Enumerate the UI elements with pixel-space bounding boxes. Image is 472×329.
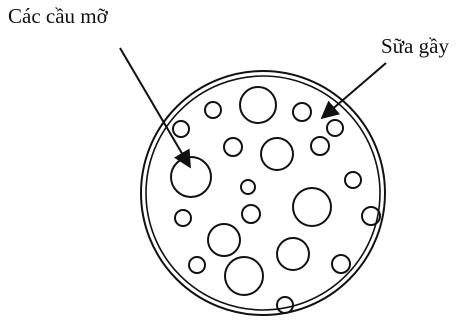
fat-globule bbox=[277, 238, 309, 270]
fat-globule bbox=[242, 205, 260, 223]
fat-globule bbox=[205, 102, 221, 118]
fat-globule bbox=[327, 120, 343, 136]
fat-globule bbox=[240, 87, 276, 123]
fat-globule bbox=[293, 188, 331, 226]
fat-globule bbox=[189, 257, 205, 273]
fat-globule bbox=[208, 224, 240, 256]
fat-globules-label: Các cầu mỡ bbox=[8, 6, 108, 27]
fat-globule bbox=[225, 257, 263, 295]
skim-milk-label: Sữa gầy bbox=[381, 36, 449, 57]
fat-globule bbox=[224, 138, 242, 156]
fat-globule bbox=[311, 137, 329, 155]
fat-globule bbox=[277, 297, 293, 313]
fat-globule bbox=[241, 180, 255, 194]
fat-globule bbox=[332, 255, 350, 273]
skim-milk-arrow bbox=[322, 63, 386, 118]
fat-globule bbox=[261, 138, 293, 170]
fat-globule bbox=[173, 121, 189, 137]
fat-globule bbox=[293, 103, 311, 121]
fat-globule bbox=[171, 157, 211, 197]
fat-globule bbox=[175, 210, 191, 226]
fat-globule bbox=[345, 172, 361, 188]
